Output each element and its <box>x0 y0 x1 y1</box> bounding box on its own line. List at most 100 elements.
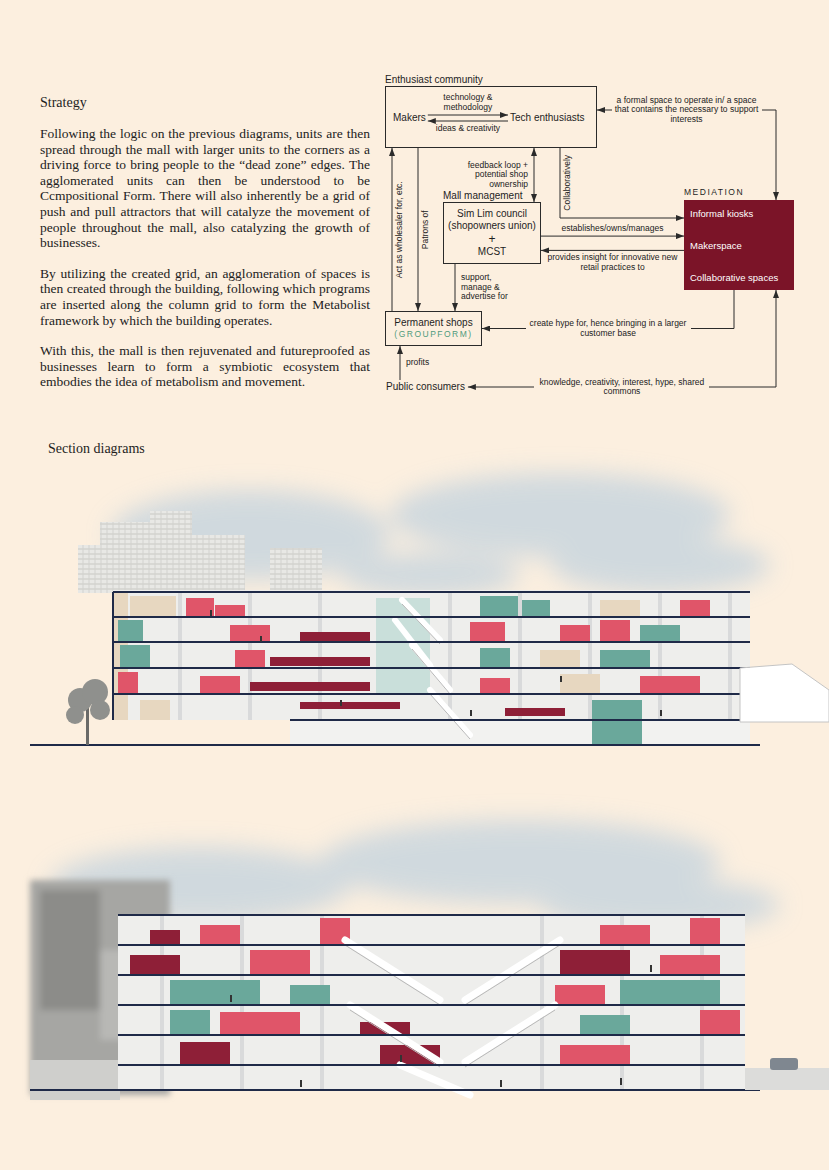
escalator-edge <box>350 1010 440 1067</box>
edge-label: knowledge, creativity, interest, hype, s… <box>534 378 709 397</box>
floor-slab <box>118 1034 745 1036</box>
escalator <box>345 940 440 1000</box>
person <box>210 610 212 616</box>
floor-slab <box>30 1089 760 1091</box>
connector-arrow <box>560 148 684 218</box>
column <box>588 592 592 720</box>
program-unit <box>270 657 370 666</box>
program-unit <box>150 930 180 945</box>
box-text: (GROUPFORM) <box>390 329 477 340</box>
cloud <box>550 537 770 593</box>
floor-slab <box>113 591 750 593</box>
program-unit <box>130 918 740 1065</box>
building-interior <box>290 720 750 745</box>
column <box>728 592 732 720</box>
box-text: Collaborative spaces <box>690 272 778 283</box>
road <box>745 1058 829 1090</box>
column <box>448 592 452 720</box>
connector-arrow <box>400 346 401 380</box>
escalator <box>350 1005 440 1062</box>
program-unit <box>118 596 710 745</box>
road <box>770 1058 798 1070</box>
program-unit <box>215 605 245 617</box>
program-unit <box>560 1045 630 1065</box>
escalator <box>430 690 470 735</box>
section-heading: Strategy <box>40 95 370 111</box>
street-trees <box>40 890 100 1010</box>
connector-arrow <box>428 115 508 116</box>
person <box>560 676 562 682</box>
edge-label: Act as wholesaler for, etc. <box>395 181 405 278</box>
escalator-edge <box>430 694 470 739</box>
glass-core <box>376 598 430 694</box>
connector-arrow <box>392 148 393 311</box>
program-unit <box>560 625 590 642</box>
edge-label: a formal space to operate in/ a space th… <box>612 96 762 125</box>
program-unit <box>480 678 510 694</box>
program-unit <box>290 985 330 1005</box>
floor-slab <box>118 914 745 916</box>
pavement <box>30 1060 120 1100</box>
program-unit <box>180 1042 230 1065</box>
annex <box>740 664 829 722</box>
program-unit <box>235 650 265 668</box>
actor-label: Tech enthusiasts <box>510 112 585 124</box>
box-text: Tech enthusiasts <box>510 112 585 124</box>
edge-label: ideas & creativity <box>428 124 508 134</box>
edge-label: Patrons of <box>421 210 431 249</box>
floor-slab <box>113 616 750 618</box>
person <box>300 1080 302 1087</box>
escalator <box>465 1005 555 1062</box>
glass-core <box>376 598 430 694</box>
column <box>178 592 182 720</box>
connector-arrow <box>418 148 419 311</box>
box-text: + <box>448 232 536 246</box>
background-tower <box>270 548 322 592</box>
edge-label: establishes/owns/manages <box>543 224 683 234</box>
floor-slab <box>118 1064 745 1066</box>
box-heading: MEDIATION <box>684 187 744 198</box>
road <box>745 1068 829 1090</box>
program-unit <box>560 950 630 975</box>
connector-arrow <box>455 264 456 311</box>
floor-slab <box>113 667 750 669</box>
program-unit <box>600 650 650 668</box>
column <box>318 592 322 720</box>
escalator-edge <box>402 604 470 739</box>
person <box>210 610 662 716</box>
escalator <box>345 940 560 1095</box>
program-unit <box>300 632 370 642</box>
building-interior <box>113 590 750 745</box>
program-unit <box>200 676 240 694</box>
column <box>540 915 544 1090</box>
program-unit <box>470 622 505 642</box>
person <box>260 636 262 642</box>
person <box>340 700 342 706</box>
annex <box>740 664 829 722</box>
connector-arrow <box>541 236 684 237</box>
box-heading: Enthusiast community <box>385 74 483 86</box>
escalator <box>465 940 560 1000</box>
person <box>400 1055 402 1062</box>
box-text: Makers <box>393 112 426 124</box>
escalator-edge <box>402 604 440 644</box>
management-box: Mall managementSim Lim council (shopowne… <box>443 202 541 264</box>
box-text: Informal kiosks <box>690 208 753 219</box>
shops-box: Permanent shops(GROUPFORM) <box>385 311 482 346</box>
program-unit <box>250 950 310 975</box>
program-unit <box>220 1012 300 1035</box>
person <box>660 710 662 716</box>
program-unit <box>600 620 630 642</box>
building-interior <box>118 915 745 1090</box>
person <box>620 1078 622 1085</box>
program-unit <box>480 596 518 617</box>
edge-label: Collaboratively <box>563 155 573 211</box>
floor-slab <box>118 1004 745 1006</box>
cloud <box>110 473 770 597</box>
person <box>230 995 232 1002</box>
program-unit <box>186 598 214 617</box>
program-unit <box>600 925 650 945</box>
floor-slab <box>118 974 745 976</box>
mediation-box: MEDIATIONInformal kiosksMakerspaceCollab… <box>684 200 794 290</box>
person <box>500 1080 502 1087</box>
